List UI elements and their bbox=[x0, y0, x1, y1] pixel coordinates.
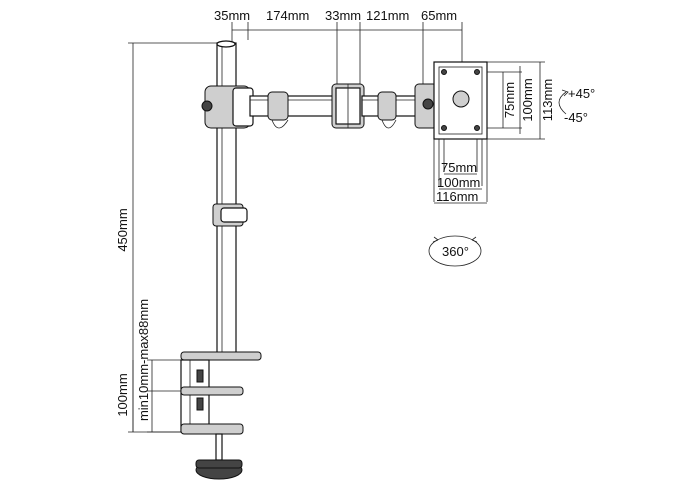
dim-100mm-horizontal: 100mm bbox=[437, 175, 480, 190]
dim-121mm: 121mm bbox=[366, 8, 409, 23]
dim-450mm: 450mm bbox=[115, 208, 130, 251]
vesa-vertical-dimension-lines bbox=[487, 61, 545, 140]
dim-100mm-clamp: 100mm bbox=[115, 373, 130, 416]
tilt-down-label: -45° bbox=[564, 110, 588, 125]
clamp-dimension-lines bbox=[132, 359, 185, 433]
arm-assembly bbox=[201, 83, 438, 129]
vesa-horizontal-dimension-lines bbox=[433, 139, 488, 204]
dim-75mm-vertical: 75mm bbox=[502, 82, 517, 118]
dim-33mm: 33mm bbox=[325, 8, 361, 23]
vesa-plate bbox=[433, 61, 488, 140]
dim-clamp-range: min10mm-max88mm bbox=[136, 299, 151, 421]
desk-clamp bbox=[180, 351, 262, 480]
dim-75mm-horizontal: 75mm bbox=[441, 160, 477, 175]
tilt-arrow-icon bbox=[558, 91, 567, 115]
dim-116mm-horizontal: 116mm bbox=[436, 189, 478, 204]
dim-65mm: 65mm bbox=[421, 8, 457, 23]
dim-113mm-vertical: 113mm bbox=[540, 79, 555, 121]
rotation-label: 360° bbox=[442, 244, 469, 259]
top-dimension-lines bbox=[231, 22, 463, 95]
dim-35mm: 35mm bbox=[214, 8, 250, 23]
dim-100mm-vertical: 100mm bbox=[520, 78, 535, 121]
rotation-icon bbox=[428, 235, 482, 267]
dim-174mm: 174mm bbox=[266, 8, 309, 23]
tilt-up-label: +45° bbox=[568, 86, 595, 101]
